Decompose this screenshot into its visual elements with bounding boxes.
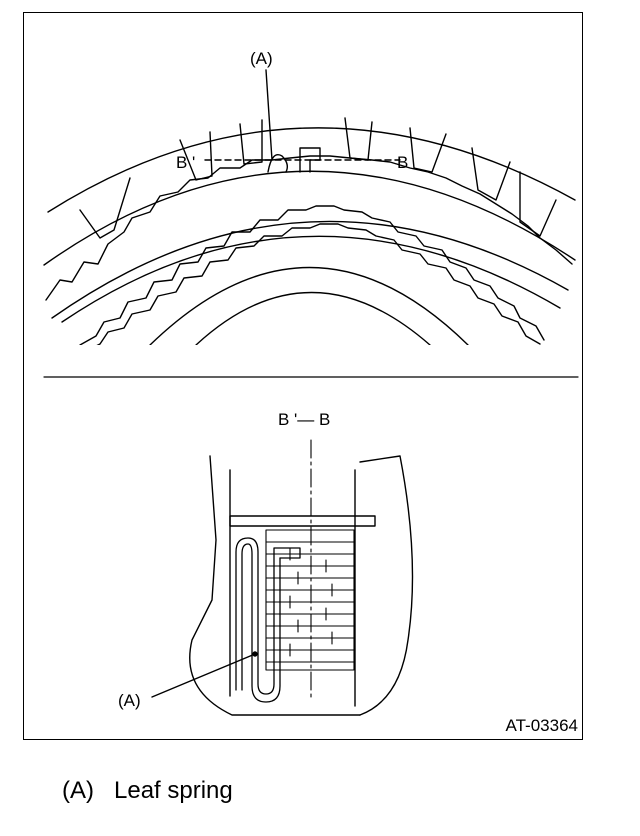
outer-spline-band-2 (51, 220, 569, 319)
section-title: B '— B (278, 410, 331, 429)
legend: (A) Leaf spring (62, 777, 233, 805)
leaf-spring-top (267, 147, 321, 173)
leaf-spring-section-inner (241, 543, 281, 703)
inner-gear-teeth-2 (96, 223, 541, 345)
outer-lugs (79, 117, 557, 239)
inner-gear-teeth (79, 205, 545, 345)
callout-leader-top (265, 69, 273, 161)
callout-a-bottom: (A) (118, 691, 141, 710)
outer-spline-band (45, 155, 573, 301)
section-outline-left (189, 455, 361, 716)
inner-ring-arc (61, 235, 561, 323)
drum-outer-arc-2 (43, 170, 576, 266)
plate-stack (265, 529, 355, 671)
callout-a-top: (A) (250, 49, 273, 68)
callout-leader-bottom (151, 653, 256, 698)
figure-id: AT-03364 (505, 716, 578, 735)
drum-outer-arc (47, 127, 576, 213)
hub-arc-2 (195, 291, 431, 345)
section-marker-left: B ' (176, 153, 196, 172)
legend-key: (A) (62, 777, 94, 804)
drum-top-view (43, 69, 576, 345)
legend-text: Leaf spring (114, 777, 233, 804)
leaf-spring-section (235, 537, 301, 695)
figure-frame (23, 12, 583, 740)
hub-arc (149, 266, 469, 345)
callout-dot (252, 651, 258, 657)
section-outline-right (359, 455, 414, 716)
section-view (151, 439, 414, 716)
retaining-plate (229, 515, 376, 527)
section-marker-right: B (397, 153, 409, 172)
